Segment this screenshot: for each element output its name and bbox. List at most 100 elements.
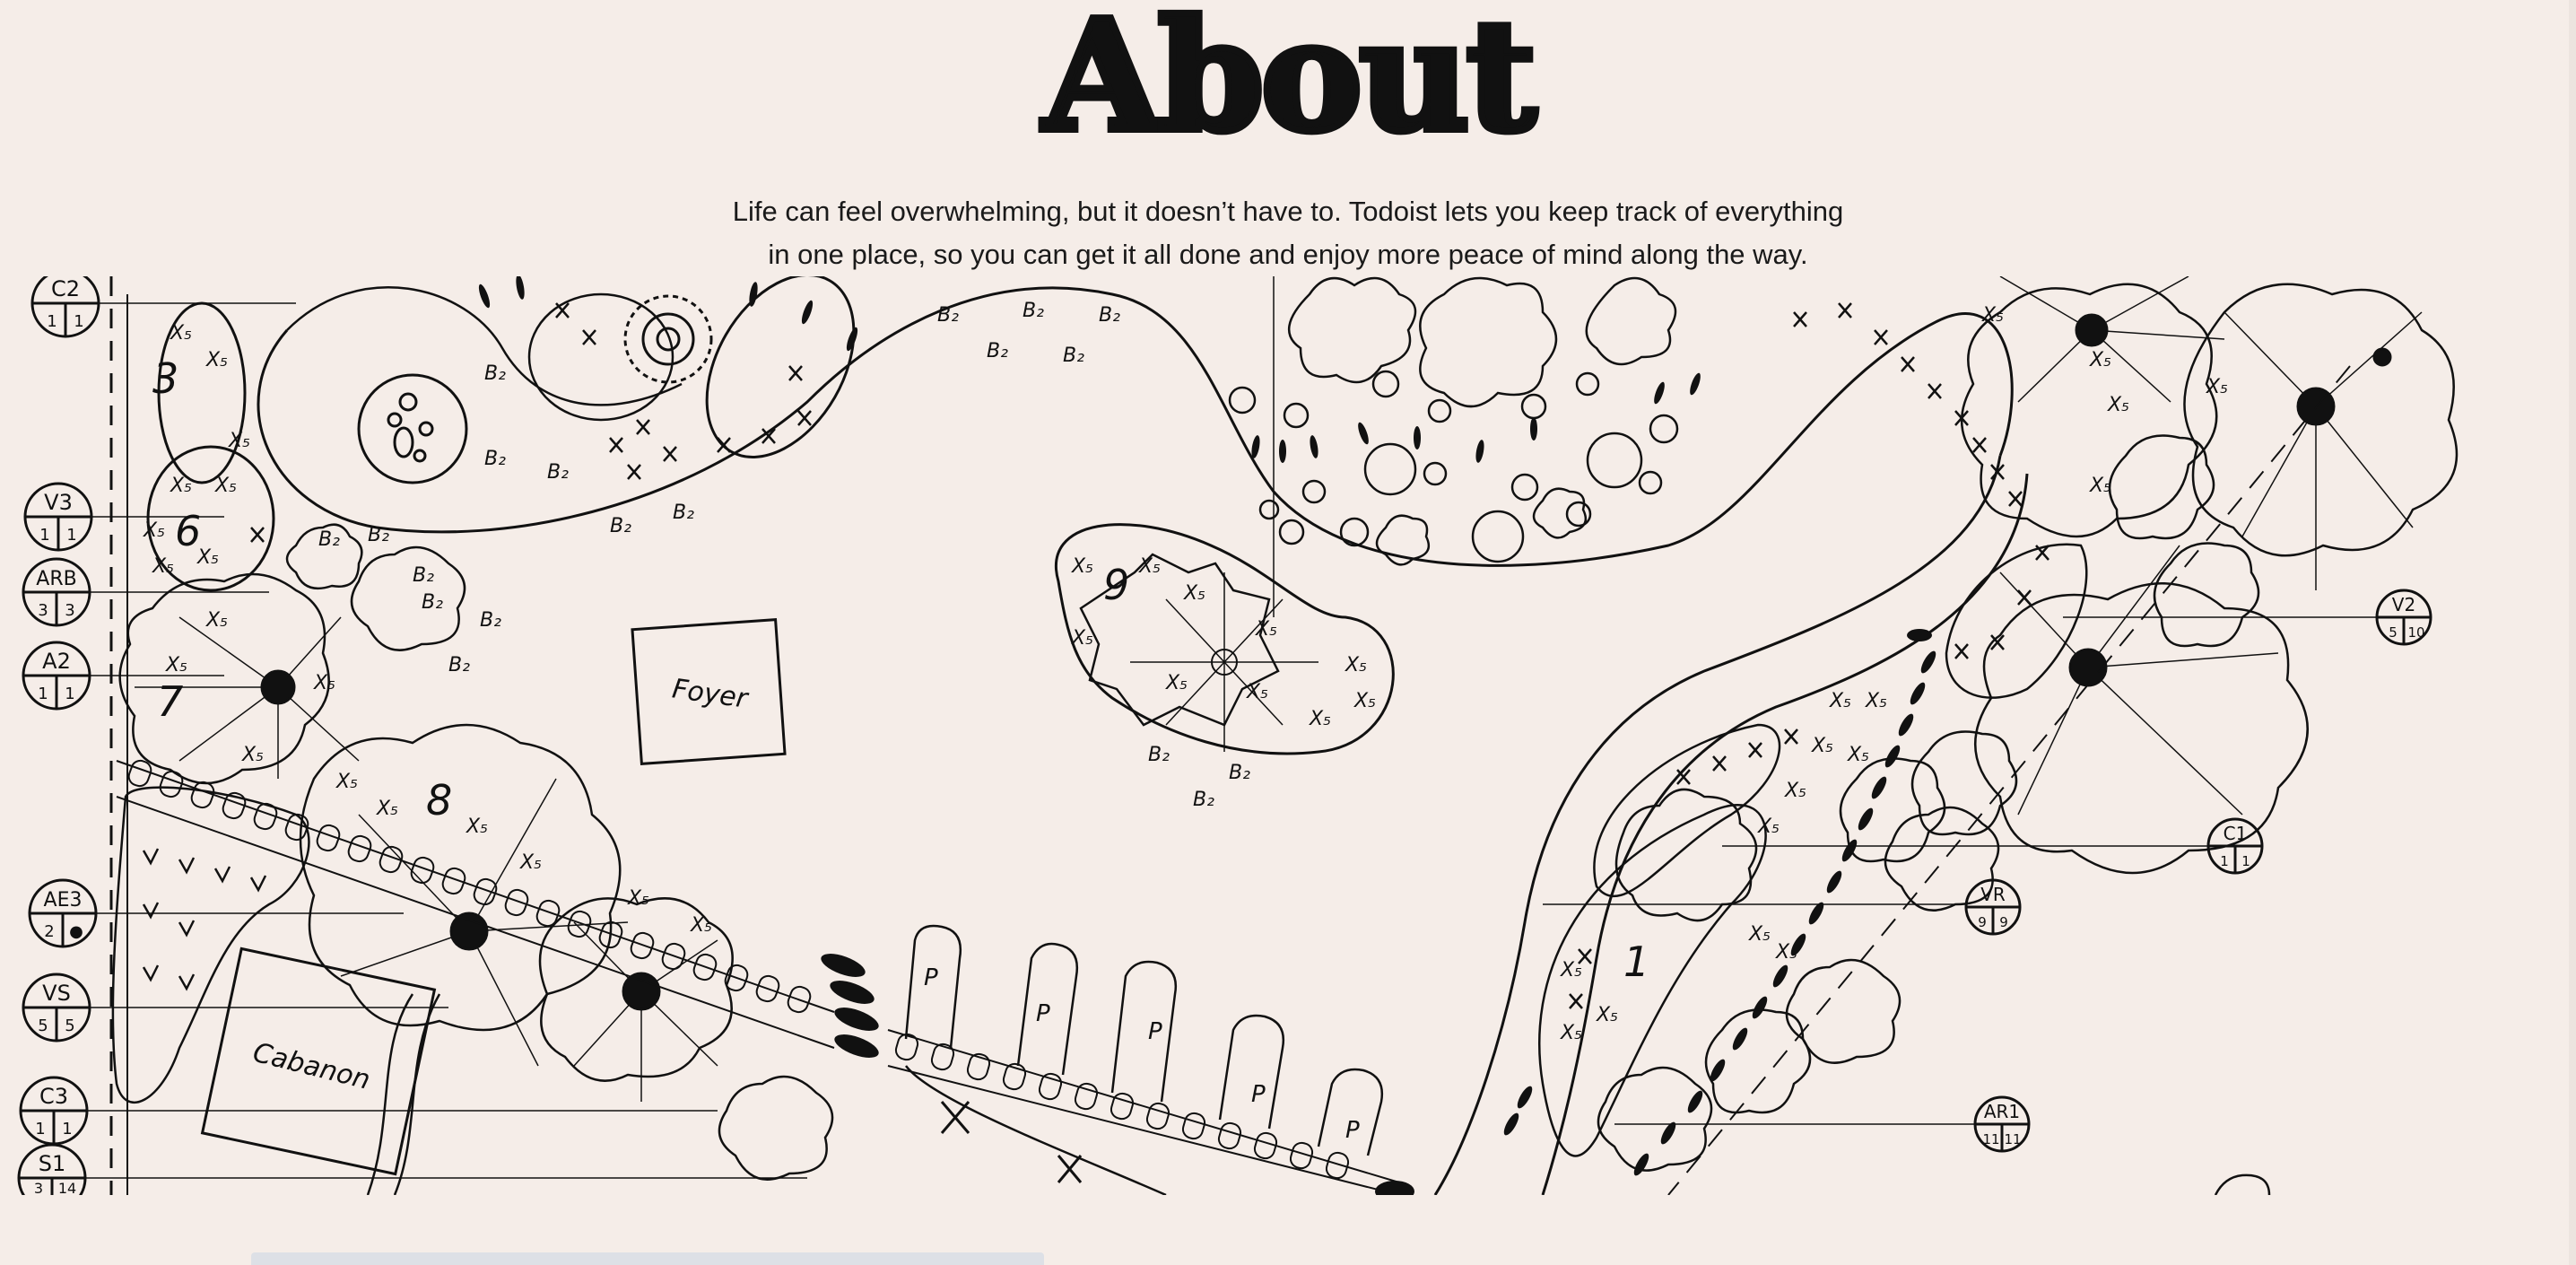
svg-text:X₅: X₅ — [1757, 816, 1780, 838]
svg-text:1: 1 — [66, 526, 76, 545]
svg-text:AE3: AE3 — [44, 889, 83, 912]
page-title: About — [1040, 0, 1540, 166]
svg-text:V2: V2 — [2392, 594, 2415, 615]
svg-text:X₅: X₅ — [519, 851, 542, 874]
svg-text:AR1: AR1 — [1984, 1101, 2020, 1122]
svg-text:X₅: X₅ — [2206, 376, 2228, 398]
svg-text:X₅: X₅ — [1811, 735, 1833, 757]
svg-text:X₅: X₅ — [1353, 690, 1376, 712]
svg-text:P: P — [1148, 1018, 1162, 1045]
bed-number-3: 3 — [152, 354, 178, 403]
svg-text:B₂: B₂ — [1023, 300, 1044, 322]
bed-number-8: 8 — [426, 776, 452, 824]
svg-text:X₅: X₅ — [214, 475, 237, 497]
page-right-edge — [2569, 0, 2576, 1265]
svg-text:1: 1 — [65, 685, 74, 703]
svg-text:B₂: B₂ — [1063, 345, 1084, 367]
svg-text:B₂: B₂ — [1229, 762, 1250, 784]
svg-text:X₅: X₅ — [2107, 394, 2129, 416]
svg-text:X₅: X₅ — [165, 654, 187, 676]
svg-text:B₂: B₂ — [1099, 304, 1120, 327]
svg-text:B₂: B₂ — [368, 524, 389, 546]
svg-text:X₅: X₅ — [1784, 780, 1806, 802]
tree-right-3 — [1974, 545, 2309, 875]
svg-text:9: 9 — [1999, 914, 2008, 930]
svg-text:X₅: X₅ — [313, 672, 335, 694]
bed-9 — [1055, 523, 1395, 755]
svg-text:X₅: X₅ — [1865, 690, 1887, 712]
svg-text:9: 9 — [1978, 914, 1987, 930]
svg-text:P: P — [1036, 1000, 1050, 1027]
svg-text:A2: A2 — [42, 649, 71, 674]
legend-tag-c3: C3 1 1 — [19, 1076, 89, 1146]
svg-text:5: 5 — [2389, 624, 2398, 641]
description-line-2: in one place, so you can get it all done… — [768, 239, 1808, 270]
svg-text:●: ● — [69, 922, 83, 941]
next-section-card-edge — [251, 1252, 1044, 1265]
svg-text:C2: C2 — [51, 276, 80, 301]
svg-text:P: P — [1345, 1117, 1360, 1144]
svg-text:1: 1 — [74, 312, 83, 331]
foyer-label: Foyer — [670, 673, 751, 715]
svg-text:X₅: X₅ — [627, 887, 649, 910]
svg-text:VS: VS — [42, 981, 71, 1006]
legend-tag-c2: C2 1 1 — [30, 276, 100, 338]
foyer-box — [631, 618, 787, 765]
svg-text:B₂: B₂ — [480, 609, 501, 632]
bed-number-7: 7 — [157, 677, 183, 726]
svg-text:V3: V3 — [44, 490, 73, 515]
bed-number-9: 9 — [1103, 561, 1129, 609]
svg-text:X₅: X₅ — [1596, 1004, 1618, 1026]
description-line-1: Life can feel overwhelming, but it doesn… — [732, 196, 1844, 227]
svg-text:3: 3 — [65, 601, 74, 620]
svg-text:X₅: X₅ — [1775, 941, 1797, 964]
svg-text:X₅: X₅ — [466, 816, 488, 838]
svg-text:1: 1 — [62, 1120, 72, 1138]
svg-text:X₅: X₅ — [690, 914, 712, 937]
svg-text:X₅: X₅ — [1345, 654, 1367, 676]
svg-text:X₅: X₅ — [2089, 475, 2111, 497]
svg-text:B₂: B₂ — [484, 448, 506, 470]
svg-text:X₅: X₅ — [1748, 923, 1771, 946]
cabanon-label: Cabanon — [249, 1037, 373, 1096]
svg-text:2: 2 — [44, 922, 54, 941]
legend-tag-arb: ARB 3 3 — [22, 557, 91, 627]
legend-tag-v2: V2 5 10 — [2375, 589, 2432, 646]
svg-text:B₂: B₂ — [1193, 789, 1214, 811]
bed-number-1: 1 — [1623, 938, 1649, 986]
svg-text:X₅: X₅ — [1138, 555, 1161, 578]
svg-text:C1: C1 — [2224, 823, 2248, 844]
svg-text:B₂: B₂ — [937, 304, 959, 327]
svg-text:X₅: X₅ — [241, 744, 264, 766]
svg-text:10: 10 — [2407, 624, 2424, 641]
svg-text:5: 5 — [38, 1016, 48, 1035]
svg-text:B₂: B₂ — [413, 564, 434, 587]
svg-text:B₂: B₂ — [484, 362, 506, 385]
svg-text:B₂: B₂ — [987, 340, 1008, 362]
svg-text:5: 5 — [65, 1016, 74, 1035]
svg-text:X₅: X₅ — [1071, 627, 1093, 650]
bed-right-of-topleft — [705, 276, 856, 458]
svg-text:14: 14 — [58, 1180, 76, 1195]
svg-text:P: P — [1251, 1081, 1266, 1108]
svg-text:X₅: X₅ — [196, 546, 219, 569]
svg-text:X₅: X₅ — [152, 555, 174, 578]
legend-tag-vr: VR 9 9 — [1964, 878, 2022, 936]
svg-text:X₅: X₅ — [1981, 304, 2004, 327]
svg-text:X₅: X₅ — [2089, 349, 2111, 371]
bed-6 — [146, 445, 275, 592]
svg-text:S1: S1 — [39, 1151, 66, 1176]
svg-text:X₅: X₅ — [1165, 672, 1188, 694]
svg-text:X₅: X₅ — [1309, 708, 1331, 730]
svg-text:X₅: X₅ — [1560, 959, 1582, 981]
svg-text:X₅: X₅ — [228, 430, 250, 452]
svg-text:X₅: X₅ — [170, 475, 192, 497]
svg-text:X₅: X₅ — [205, 349, 228, 371]
svg-text:P: P — [924, 964, 938, 991]
legend-tag-ar1: AR1 11 11 — [1973, 1095, 2031, 1153]
svg-text:X₅: X₅ — [1847, 744, 1869, 766]
svg-text:X₅: X₅ — [335, 771, 358, 793]
svg-text:1: 1 — [35, 1120, 45, 1138]
svg-text:X₅: X₅ — [1071, 555, 1093, 578]
